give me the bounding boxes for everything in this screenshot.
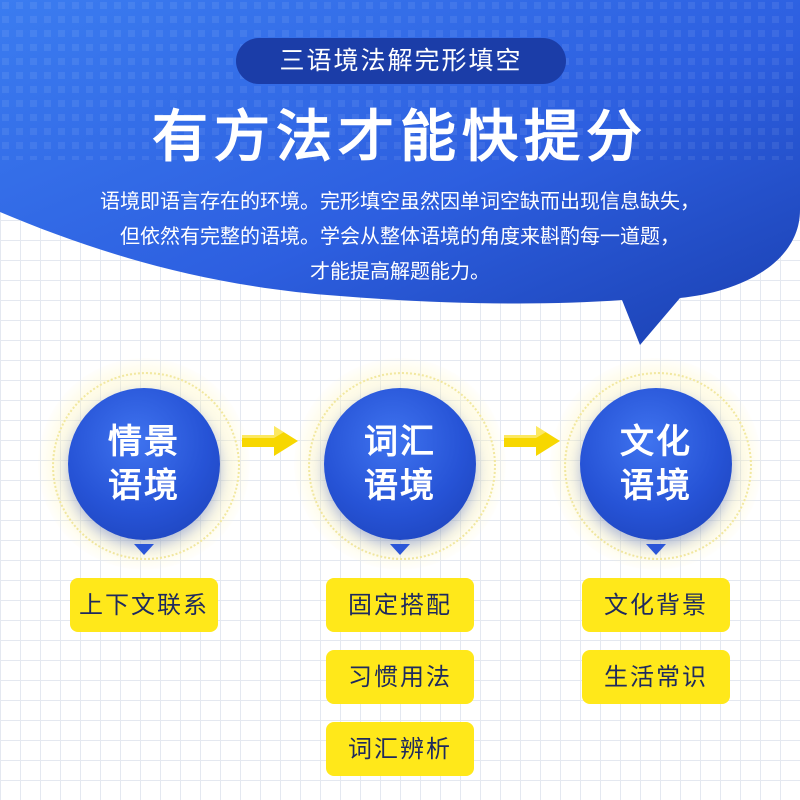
arrow-right-icon [242, 426, 298, 456]
circle-label: 文化 [620, 422, 692, 462]
circle-halo [308, 372, 496, 560]
intro-line: 语境即语言存在的环境。完形填空虽然因单词空缺而出现信息缺失， [100, 189, 700, 213]
circle-label: 语境 [108, 466, 180, 506]
intro-line: 才能提高解题能力。 [310, 259, 490, 283]
tag-item: 习惯用法 [326, 650, 474, 704]
triangle-down-icon [646, 544, 666, 555]
intro-line: 但依然有完整的语境。学会从整体语境的角度来斟酌每一道题， [120, 224, 680, 248]
context-circle: 情景 语境 [68, 388, 220, 540]
triangle-down-icon [390, 544, 410, 555]
circle-label: 情景 [108, 422, 180, 462]
circle-halo [52, 372, 240, 560]
arrow-right-icon [504, 426, 560, 456]
tag-item: 文化背景 [582, 578, 730, 632]
circle-label: 语境 [620, 466, 692, 506]
tag-item: 词汇辨析 [326, 722, 474, 776]
intro-paragraph: 语境即语言存在的环境。完形填空虽然因单词空缺而出现信息缺失， 但依然有完整的语境… [20, 184, 780, 289]
tag-item: 固定搭配 [326, 578, 474, 632]
circle-label: 语境 [364, 466, 436, 506]
context-circle: 文化 语境 [580, 388, 732, 540]
context-column-lexical: 词汇 语境 固定搭配 习惯用法 词汇辨析 [280, 358, 520, 800]
subtitle-pill: 三语境法解完形填空 [236, 38, 566, 84]
circle-label: 词汇 [364, 422, 436, 462]
context-column-situational: 情景 语境 上下文联系 [24, 358, 264, 800]
circle-halo [564, 372, 752, 560]
context-column-cultural: 文化 语境 文化背景 生活常识 [536, 358, 776, 800]
tag-item: 生活常识 [582, 650, 730, 704]
page-title: 有方法才能快提分 [152, 105, 648, 170]
triangle-down-icon [134, 544, 154, 555]
context-circle: 词汇 语境 [324, 388, 476, 540]
tag-item: 上下文联系 [70, 578, 218, 632]
